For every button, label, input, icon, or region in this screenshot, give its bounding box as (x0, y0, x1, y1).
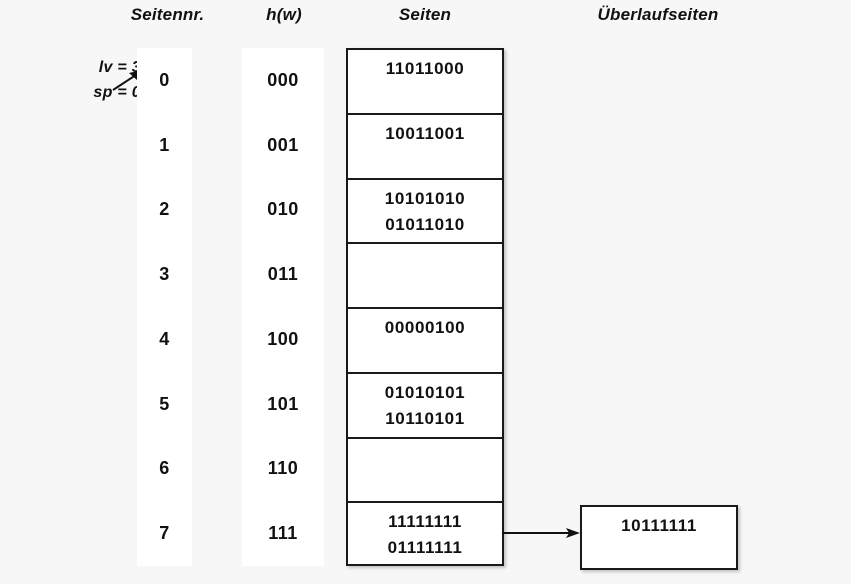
column-header-ueberlaufseiten: Überlaufseiten (597, 5, 719, 24)
page-entry: 01011010 (385, 214, 465, 234)
page-entry: 10110101 (385, 408, 465, 428)
arrow-right-icon (502, 528, 580, 538)
seitennr-cell-1: 1 (159, 134, 170, 155)
page-entry: 01111111 (387, 538, 463, 558)
column-header-seitennr: Seitennr. (130, 5, 205, 24)
page-row: 00000100 (348, 309, 502, 374)
split-pointer-value: sp = 0 (93, 84, 141, 101)
page-entry: 00000100 (384, 318, 466, 337)
level-split-annotation: lv = 3 sp = 0 (36, 55, 141, 105)
seitennr-cell-4: 4 (159, 328, 170, 349)
hw-cell-2: 010 (267, 199, 299, 220)
hw-cell-7: 111 (268, 523, 298, 544)
column-header-seiten: Seiten (398, 5, 452, 24)
column-hw: 000 001 010 011 100 101 110 111 (242, 48, 324, 566)
page-entry: 01010101 (384, 382, 466, 402)
page-row (348, 244, 502, 309)
hw-cell-5: 101 (267, 393, 299, 414)
page-entry: 10011001 (385, 123, 465, 143)
overflow-page-box: 10111111 (580, 505, 738, 570)
page-row: 10011001 (348, 115, 502, 180)
hw-cell-4: 100 (267, 328, 299, 349)
pages-table: 11011000 10011001 10101010 01011010 00000100… (346, 48, 504, 566)
page-entry: 10101010 (384, 188, 466, 208)
seitennr-cell-3: 3 (159, 264, 170, 285)
hw-cell-3: 011 (267, 264, 299, 285)
page-row: 10101010 01011010 (348, 180, 502, 245)
seitennr-cell-7: 7 (159, 523, 170, 544)
seitennr-cell-5: 5 (159, 393, 170, 414)
seitennr-cell-0: 0 (159, 69, 170, 90)
page-row (348, 439, 502, 504)
level-value: lv = 3 (98, 59, 141, 76)
column-header-hw: h(w) (266, 5, 302, 24)
seitennr-cell-6: 6 (159, 458, 170, 479)
page-row: 01010101 10110101 (348, 374, 502, 439)
page-entry: 11111111 (388, 512, 462, 532)
page-row: 11111111 01111111 (348, 503, 502, 568)
overflow-entry: 10111111 (621, 516, 697, 535)
hw-cell-6: 110 (267, 458, 299, 479)
page-entry: 11011000 (385, 59, 465, 78)
hw-cell-0: 000 (267, 69, 299, 90)
hw-cell-1: 001 (267, 134, 299, 155)
page-row: 11011000 (348, 50, 502, 115)
seitennr-cell-2: 2 (159, 199, 170, 220)
column-seitennr: 0 1 2 3 4 5 6 7 (137, 48, 192, 566)
